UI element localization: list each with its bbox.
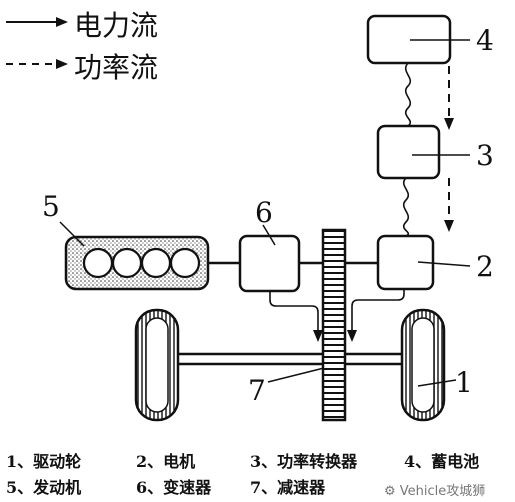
motor-leader [417, 261, 471, 267]
engine-leader [59, 221, 85, 247]
legend-electric-line [6, 17, 68, 27]
drive-wheel-right [400, 308, 446, 422]
watermark-icon: ⚙ [384, 484, 400, 499]
engine-cylinder [169, 247, 201, 279]
caption-battery: 4、蓄电池 [404, 452, 480, 471]
label-1: 1 [455, 366, 473, 399]
power-flow-transmission-reducer [269, 291, 323, 342]
reducer-leader [267, 367, 325, 383]
watermark-text: Vehicle攻城狮 [399, 484, 486, 499]
label-6: 6 [255, 196, 273, 229]
drive-wheel-left [134, 308, 180, 422]
wire-converter-motor [402, 177, 410, 237]
transmission-box [238, 234, 301, 293]
legend-power-line [6, 59, 68, 69]
label-3: 3 [476, 139, 494, 172]
watermark: ⚙ Vehicle攻城狮 [384, 480, 485, 499]
legend-power-flow: 功率流 [74, 51, 159, 84]
legend-electric-flow: 电力流 [74, 9, 159, 42]
wheel-leader [417, 379, 457, 387]
caption-drive-wheel: 1、驱动轮 [6, 452, 82, 471]
label-5: 5 [42, 190, 60, 223]
power-flow-motor-reducer [347, 289, 405, 342]
caption-power-converter: 3、功率转换器 [250, 452, 358, 471]
label-2: 2 [476, 250, 494, 283]
caption-engine: 5、发动机 [6, 478, 82, 497]
caption-transmission: 6、变速器 [136, 478, 212, 497]
label-4: 4 [476, 24, 494, 57]
power-converter-box [376, 124, 441, 180]
caption-reducer: 7、减速器 [250, 478, 326, 497]
power-flow-battery-motor [444, 66, 454, 232]
caption-motor: 2、电机 [136, 452, 196, 471]
engine-cylinder [111, 247, 143, 279]
engine-cylinder [140, 247, 172, 279]
transmission-leader [262, 224, 276, 246]
engine-cylinder [82, 247, 114, 279]
label-7: 7 [248, 374, 266, 407]
wire-battery-converter [404, 62, 412, 127]
reducer-gear [321, 228, 347, 422]
